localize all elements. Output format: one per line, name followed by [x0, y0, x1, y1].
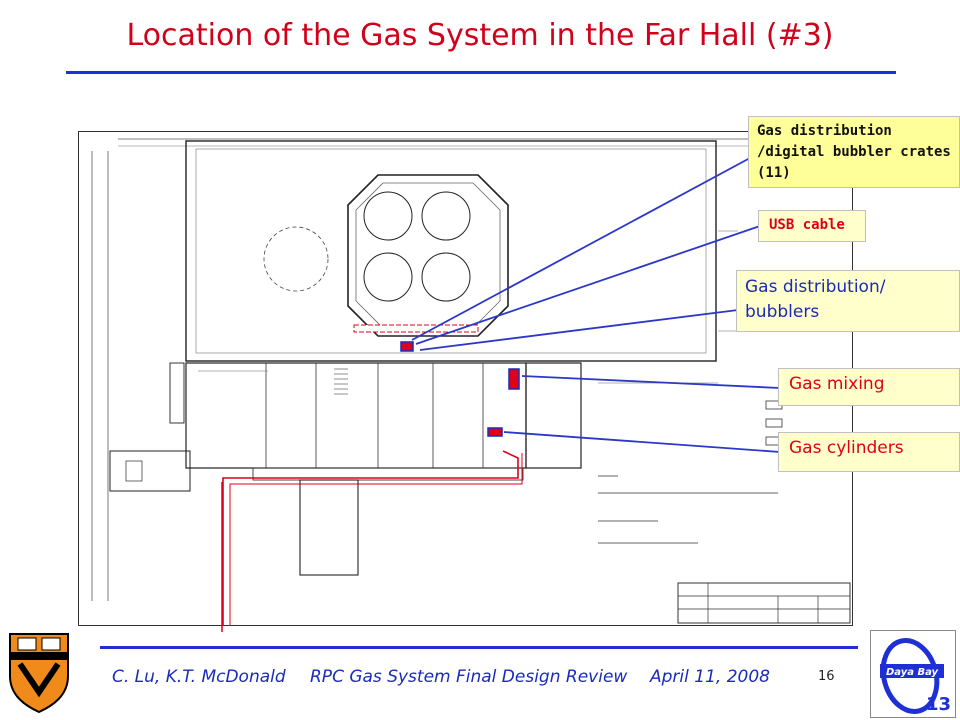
page-number: 16	[818, 669, 835, 684]
crate-row	[353, 324, 479, 333]
gas-line-route	[222, 450, 519, 626]
footer-date: April 11, 2008	[650, 667, 770, 687]
princeton-shield-logo	[4, 630, 74, 714]
floor-plan-drawing	[78, 131, 853, 626]
callout-gas-mixing: Gas mixing	[778, 368, 960, 406]
bubbler-rack	[400, 341, 414, 352]
callout-crates: Gas distribution /digital bubbler crates…	[748, 116, 960, 188]
svg-text:13: 13	[926, 694, 951, 715]
gas-cylinder-rack	[487, 427, 503, 437]
callout-gas-cylinders: Gas cylinders	[778, 432, 960, 472]
callout-usb-cable: USB cable	[758, 210, 866, 242]
dashed-circle	[263, 226, 329, 292]
drawing-title-block	[677, 582, 851, 624]
gas-mixing-rack	[508, 368, 520, 390]
slide-title: Location of the Gas System in the Far Ha…	[126, 18, 834, 53]
callout-gas-distribution-bubblers: Gas distribution/ bubblers	[736, 270, 960, 332]
footer-rule	[100, 646, 858, 649]
title-underline	[66, 71, 896, 74]
footer-event: RPC Gas System Final Design Review	[310, 667, 628, 687]
daya-bay-logo: Daya Bay 13	[870, 630, 956, 718]
footer-authors: C. Lu, K.T. McDonald	[112, 667, 286, 687]
svg-text:Daya Bay: Daya Bay	[886, 667, 939, 678]
